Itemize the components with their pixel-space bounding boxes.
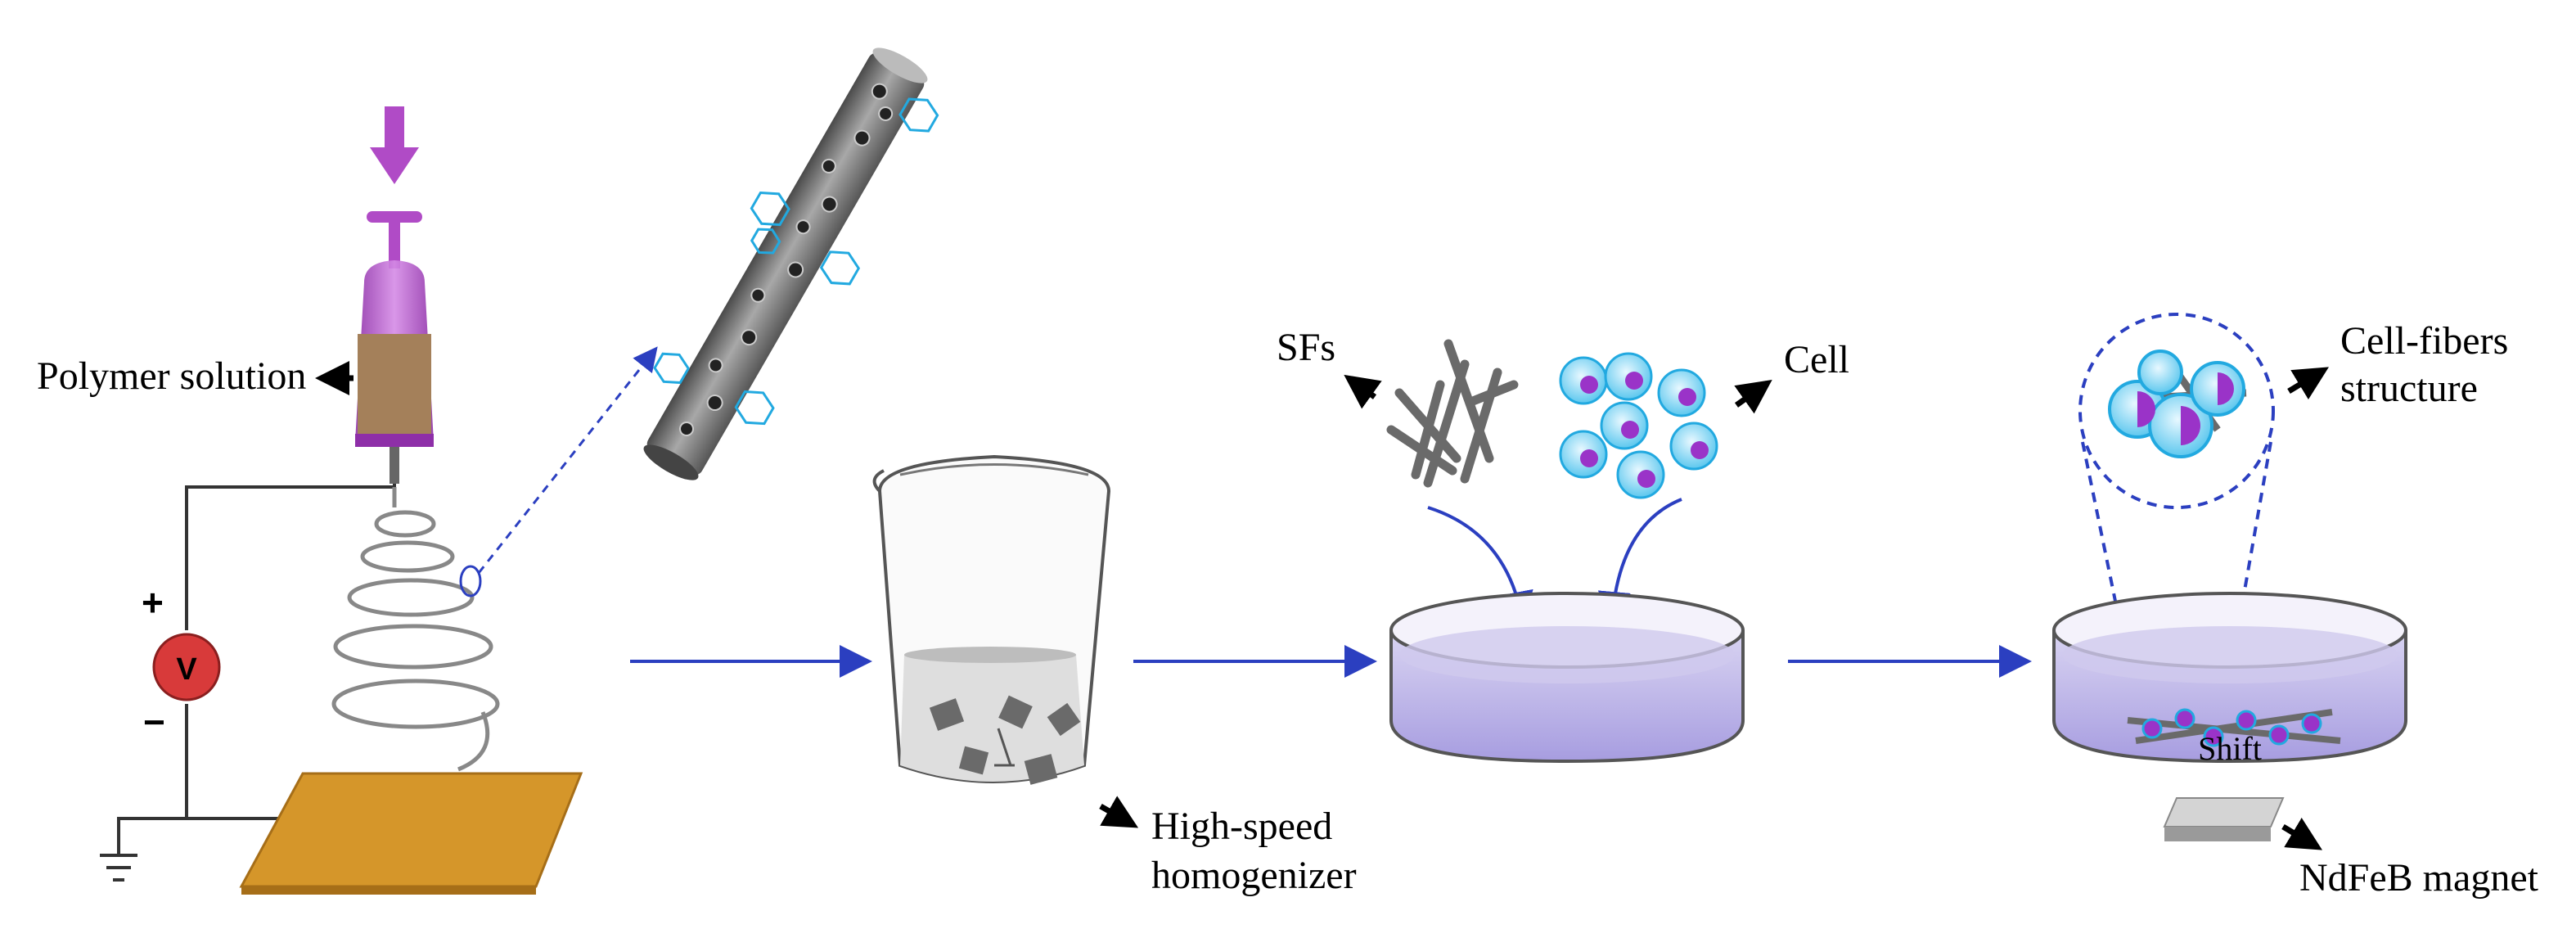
zoom-dashed-arrow — [477, 346, 658, 574]
cell-icon — [1657, 368, 1706, 417]
cell-icon — [1559, 430, 1608, 479]
cell-icon — [1616, 450, 1665, 499]
sfs-label: SFs — [1277, 326, 1335, 369]
cell-icon — [1669, 422, 1718, 471]
cell-fibers-zoom — [2078, 313, 2275, 721]
molecular-structures — [653, 97, 939, 426]
cell-icon — [1600, 401, 1649, 450]
cells-group — [1559, 352, 1718, 499]
cell-icon — [1559, 356, 1608, 405]
short-fibers-group — [1386, 339, 1519, 488]
fiber-nanoparticles — [679, 83, 894, 437]
fiber-jet-spiral — [331, 487, 500, 772]
cell-label: Cell — [1784, 338, 1849, 381]
circuit-wires — [117, 484, 396, 855]
high-speed-label: High-speed — [1151, 805, 1332, 848]
svg-text:V: V — [176, 652, 197, 687]
collector-plate — [239, 772, 583, 888]
zoom-circle — [459, 565, 482, 598]
syringe — [355, 211, 434, 484]
polymer-solution-label: Polymer solution — [37, 354, 306, 398]
aligned-cell-fibers — [2127, 708, 2341, 747]
pressure-arrow-icon — [370, 106, 419, 184]
polymer-solution-fill — [358, 334, 431, 442]
electrospinning-setup: Polymer solution V + − — [37, 106, 658, 895]
ndfeb-magnet-label: NdFeB magnet — [2299, 856, 2539, 900]
voltmeter-icon: V — [152, 633, 221, 701]
plus-sign: + — [142, 581, 164, 624]
structure-label: structure — [2340, 367, 2478, 410]
fiber-fragments — [929, 695, 1081, 785]
cell-fibers-label: Cell-fibers — [2340, 319, 2508, 363]
cell-icon — [1604, 352, 1653, 401]
ground-icon — [100, 854, 137, 882]
petri-dish-mixing — [1389, 592, 1745, 764]
homogenizer-label: homogenizer — [1151, 854, 1357, 897]
beaker-homogenizer — [872, 454, 1111, 785]
minus-sign: − — [143, 701, 165, 743]
shift-label: Shift — [2198, 730, 2262, 767]
nanofiber-zoom — [643, 47, 939, 480]
ndfeb-magnet — [2163, 797, 2285, 841]
petri-dish-magnet: Shift — [2052, 592, 2407, 767]
